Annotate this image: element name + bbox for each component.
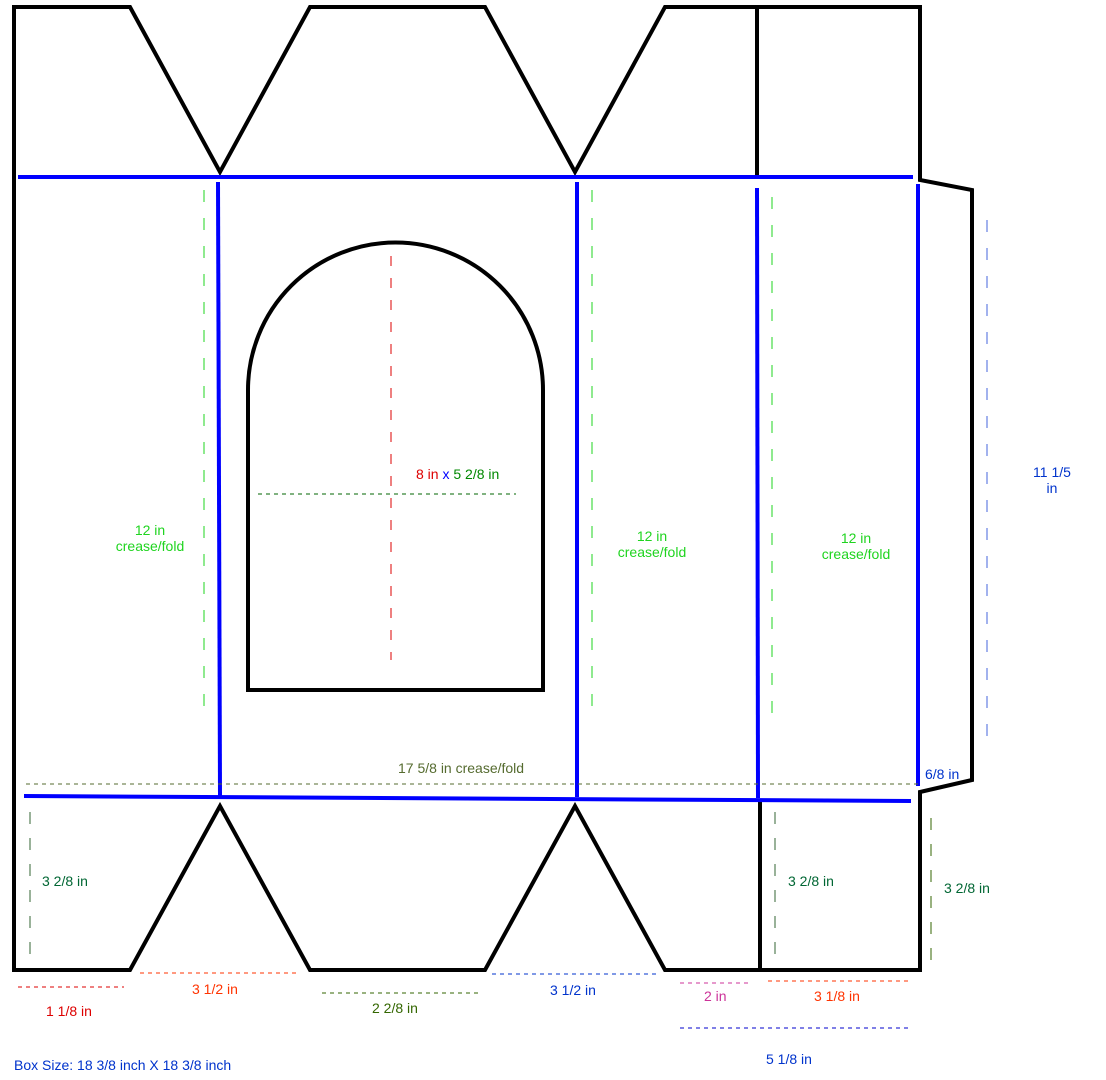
window-dimension-label: 8 in x 5 2/8 in	[416, 466, 499, 482]
crease-label-right: 12 in crease/fold	[806, 530, 906, 562]
box-size-label: Box Size: 18 3/8 inch X 18 3/8 inch	[14, 1057, 232, 1073]
segment-label-2: 3 1/2 in	[192, 981, 238, 997]
bottom-crease-label: 17 5/8 in crease/fold	[398, 760, 525, 776]
segment-label-7: 5 1/8 in	[766, 1051, 812, 1067]
side-height-line1: 11 1/5	[1033, 464, 1071, 480]
crease-label-mid: 12 in crease/fold	[602, 528, 702, 560]
segment-label-1: 1 1/8 in	[46, 1003, 92, 1019]
window-height-text: 8 in	[416, 466, 439, 482]
window-width-text: 5 2/8 in	[453, 466, 500, 482]
segment-label-6: 3 1/8 in	[814, 988, 860, 1004]
crease-line-3	[755, 187, 760, 799]
segment-label-4: 3 1/2 in	[550, 982, 596, 998]
crease-right-line2: crease/fold	[821, 546, 891, 562]
flap-height-label-left: 3 2/8 in	[42, 873, 88, 889]
outer-cut-outline	[12, 5, 974, 972]
crease-label-left: 12 in crease/fold	[100, 522, 200, 554]
flap-height-label-mid: 3 2/8 in	[788, 873, 834, 889]
crease-right-line1: 12 in	[840, 530, 872, 546]
window-x-text: x	[442, 466, 450, 482]
segment-label-5: 2 in	[704, 988, 727, 1004]
tab-width-label: 6/8 in	[925, 766, 960, 782]
crease-left-line2: crease/fold	[115, 538, 185, 554]
crease-mid-line2: crease/fold	[617, 544, 687, 560]
crease-left-line1: 12 in	[134, 522, 166, 538]
bottom-crease-line	[23, 794, 912, 803]
flap-height-label-right: 3 2/8 in	[944, 880, 990, 896]
side-height-line2: in	[1046, 480, 1058, 496]
segment-label-3: 2 2/8 in	[372, 1000, 418, 1016]
arched-window-cutout	[246, 240, 545, 692]
crease-mid-line1: 12 in	[636, 528, 668, 544]
side-height-label: 11 1/5 in	[1022, 464, 1082, 496]
crease-line-1	[216, 181, 222, 797]
